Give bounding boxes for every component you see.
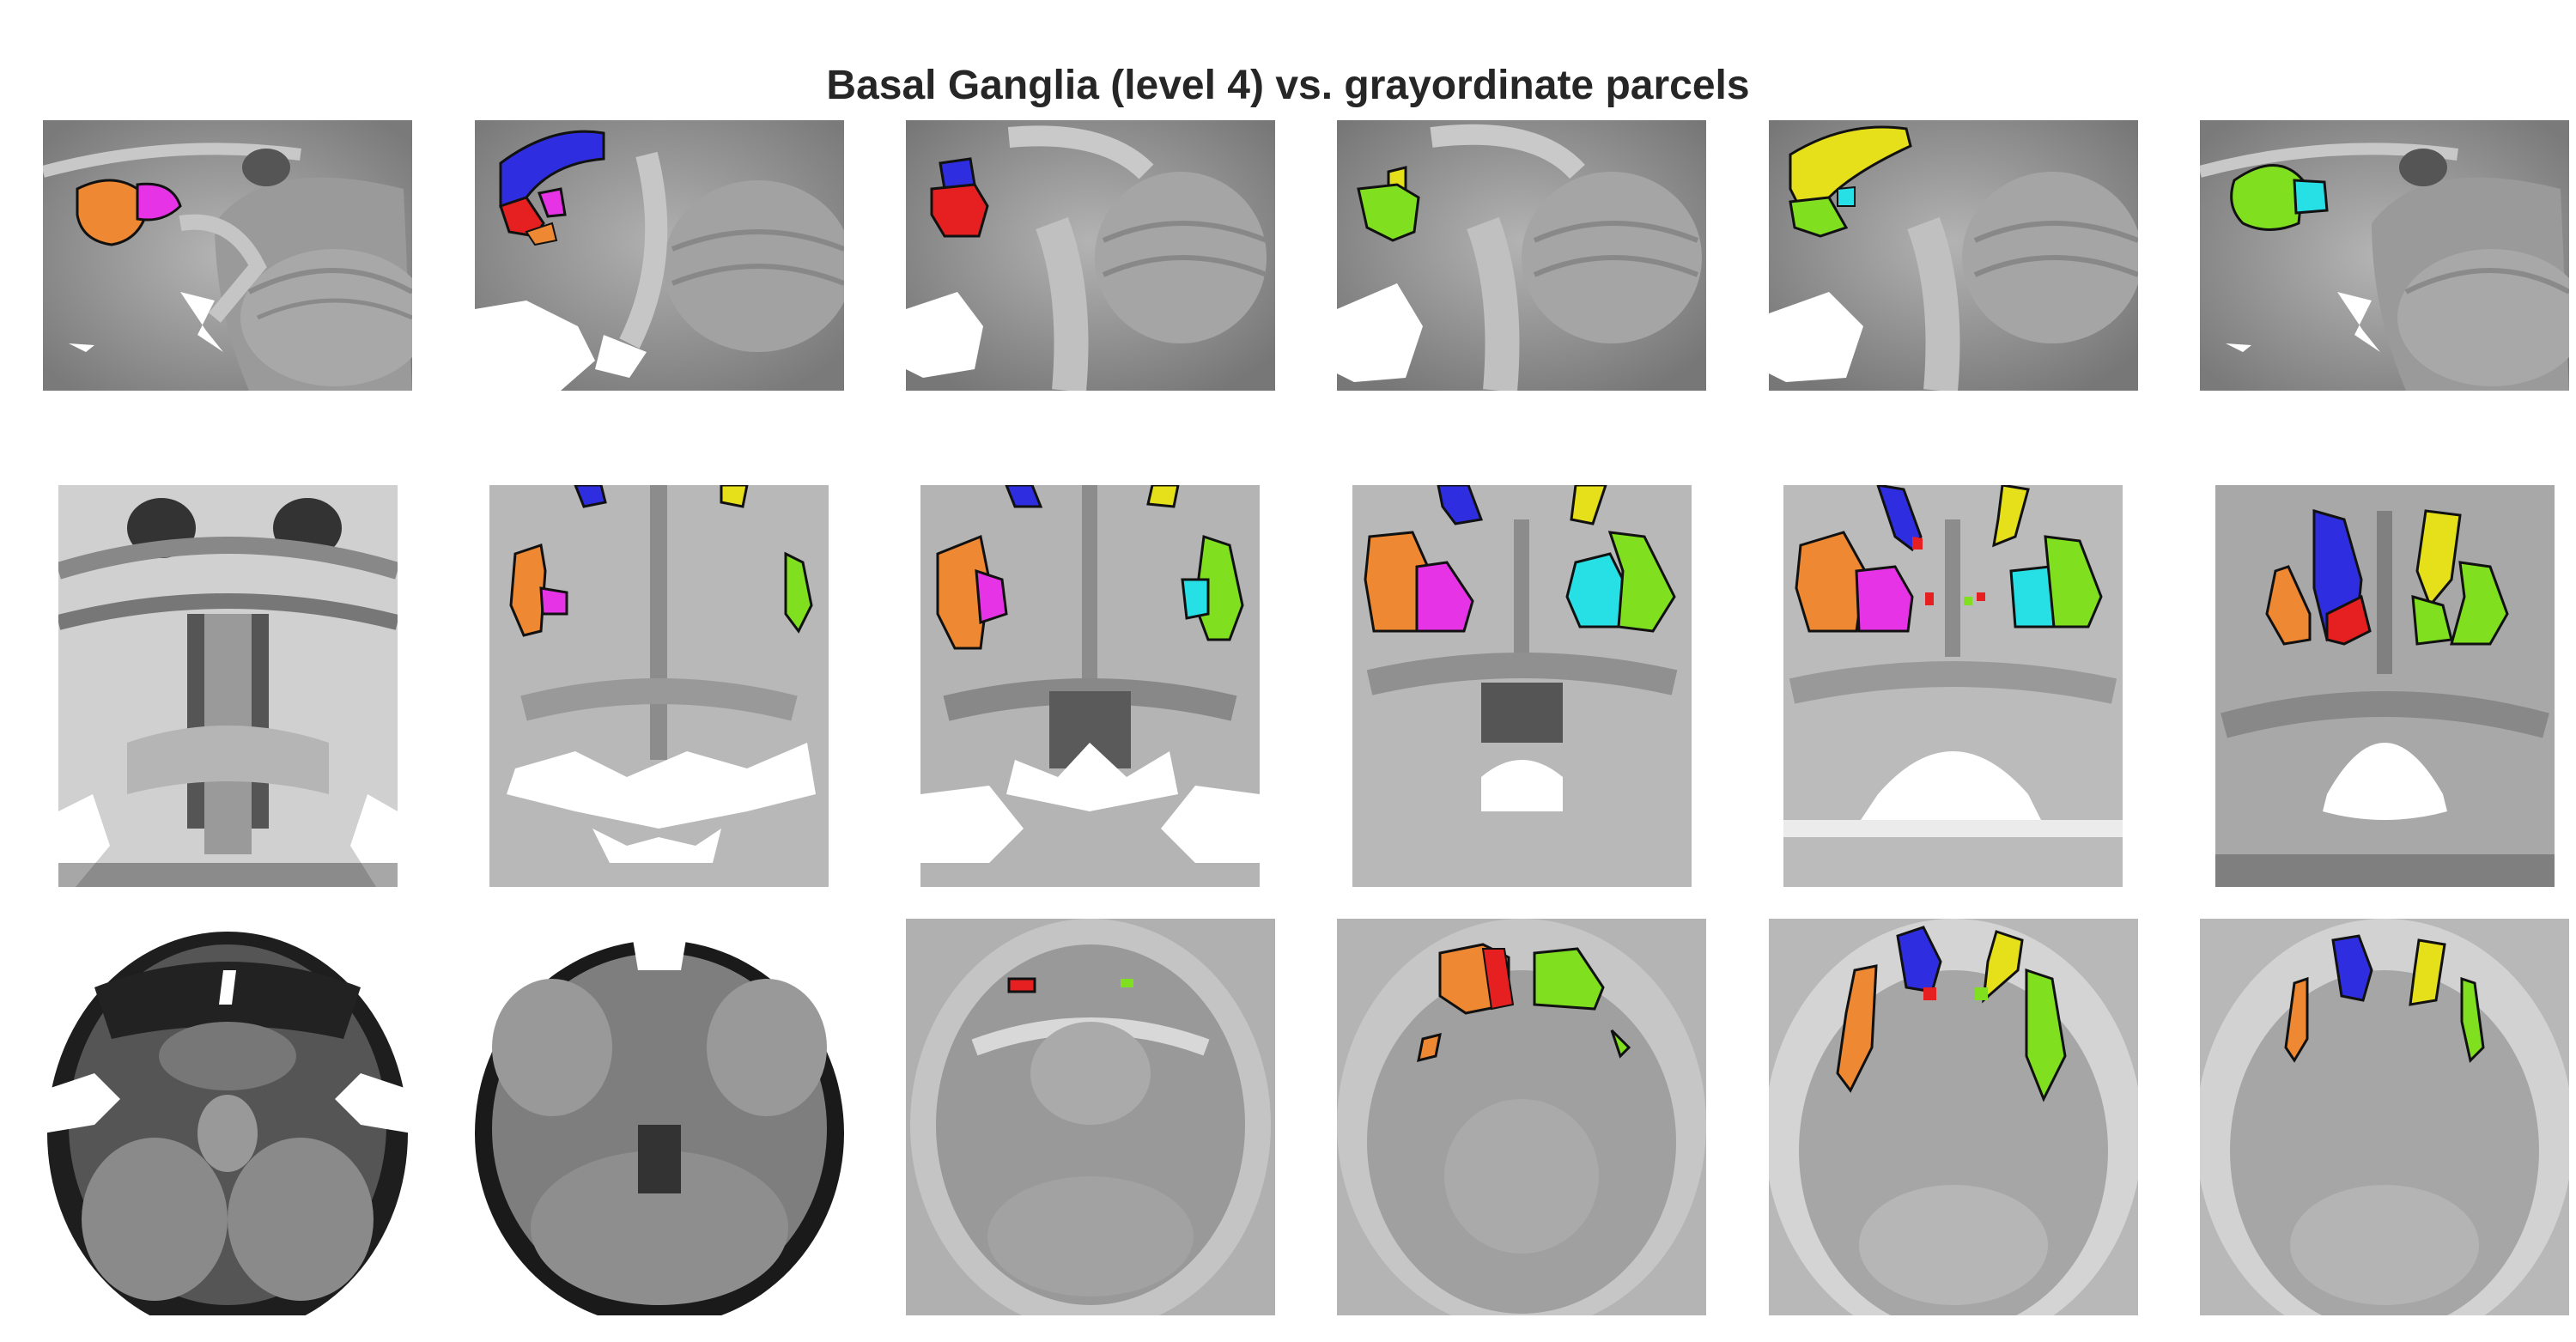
coronal-panel-6 [2215, 485, 2555, 887]
coronal-panel-5 [1783, 485, 2123, 887]
sagittal-panel-1 [43, 120, 412, 391]
sagittal-panel-5 [1769, 120, 2138, 391]
axial-panel-6 [2200, 919, 2569, 1315]
sagittal-panel-6 [2200, 120, 2569, 391]
coronal-panel-1 [58, 485, 398, 887]
sagittal-panel-4 [1337, 120, 1706, 391]
axial-panel-2 [475, 919, 844, 1315]
sagittal-panel-2 [475, 120, 844, 391]
axial-panel-3 [906, 919, 1275, 1315]
axial-panel-1 [43, 919, 412, 1315]
sagittal-panel-3 [906, 120, 1275, 391]
coronal-panel-3 [920, 485, 1260, 887]
figure-title: Basal Ganglia (level 4) vs. grayordinate… [826, 63, 1750, 108]
coronal-panel-4 [1352, 485, 1692, 887]
axial-panel-5 [1769, 919, 2138, 1315]
axial-panel-4 [1337, 919, 1706, 1315]
coronal-panel-2 [489, 485, 829, 887]
